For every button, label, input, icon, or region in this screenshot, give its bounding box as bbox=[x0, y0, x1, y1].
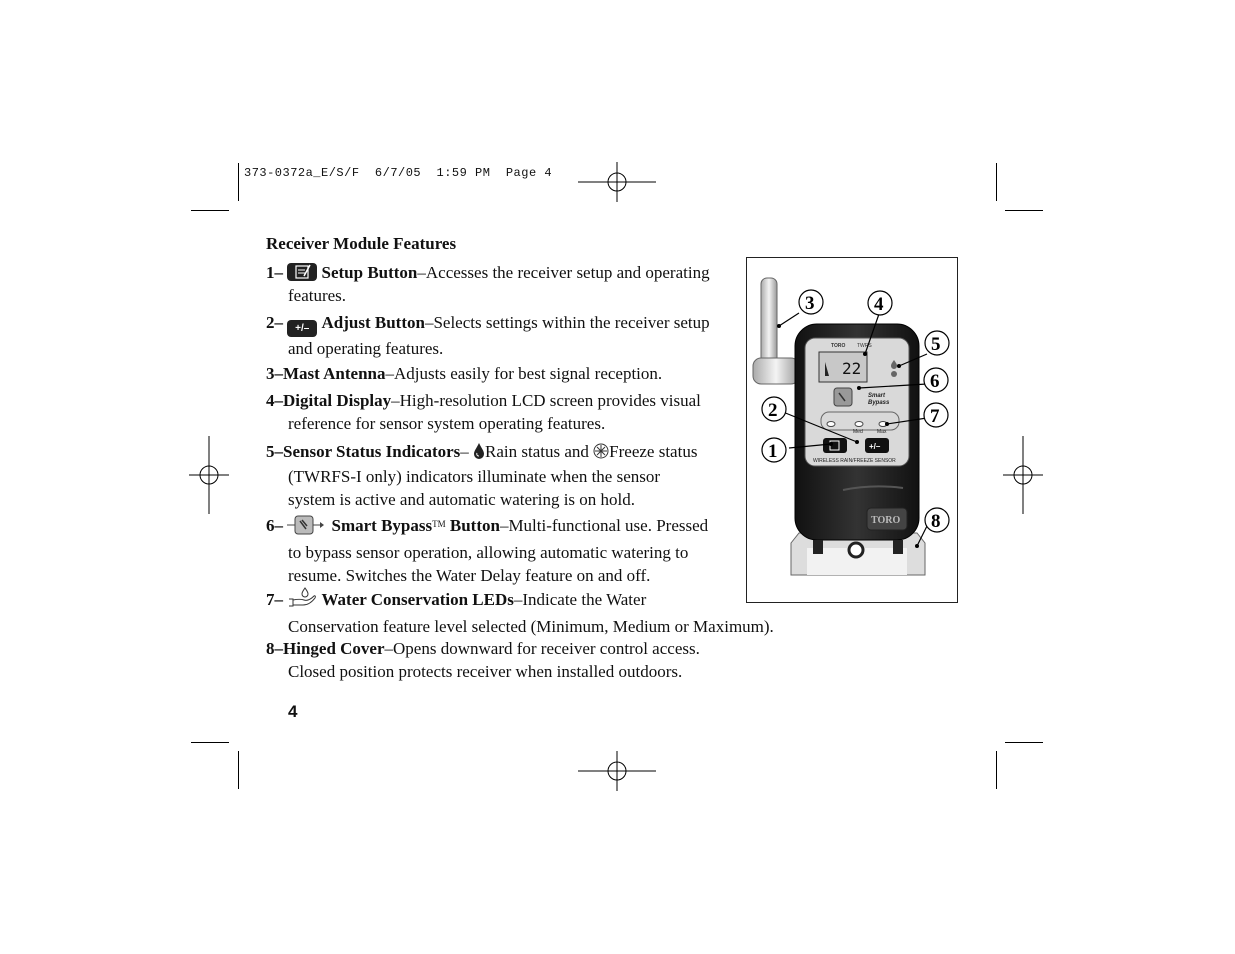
model-label: TWRS bbox=[857, 343, 872, 349]
receiver-figure: TORO TWRS 22 Smart Bypass Med Max +/– WI… bbox=[746, 257, 958, 603]
svg-text:Max: Max bbox=[877, 429, 887, 435]
snowflake-icon bbox=[593, 442, 609, 465]
callout-2: 2 bbox=[761, 396, 787, 422]
water-conservation-icon bbox=[287, 587, 317, 615]
device-footer-label: WIRELESS RAIN/FREEZE SENSOR bbox=[813, 458, 896, 464]
feature-4: 4–Digital Display–High-resolution LCD sc… bbox=[266, 391, 701, 433]
adjust-icon: +/– bbox=[287, 320, 318, 337]
lcd-reading: 22 bbox=[842, 359, 861, 378]
setup-button bbox=[823, 438, 847, 453]
callout-1: 1 bbox=[761, 437, 787, 463]
feature-7: 7– Water Conservation LEDs–Indicate the … bbox=[266, 587, 826, 638]
svg-text:Med: Med bbox=[853, 429, 863, 435]
svg-text:+/–: +/– bbox=[869, 442, 881, 451]
mast-antenna bbox=[760, 277, 778, 369]
section-heading: Receiver Module Features bbox=[266, 234, 457, 253]
svg-text:5: 5 bbox=[931, 334, 941, 355]
feature-5: 5–Sensor Status Indicators– Rain status … bbox=[266, 442, 698, 509]
raindrop-icon bbox=[473, 442, 485, 465]
registration-mark-right bbox=[1003, 436, 1043, 514]
callout-8: 8 bbox=[924, 507, 950, 533]
callout-4: 4 bbox=[867, 290, 893, 316]
feature-3: 3–Mast Antenna–Adjusts easily for best s… bbox=[266, 364, 663, 383]
page-number: 4 bbox=[288, 702, 298, 721]
feature-6-name: Smart Bypass bbox=[331, 516, 433, 535]
led-min bbox=[826, 421, 836, 427]
smart-bypass-icon bbox=[287, 515, 327, 541]
digital-display bbox=[818, 351, 868, 383]
svg-text:8: 8 bbox=[931, 511, 941, 532]
feature-8-name: Hinged Cover bbox=[283, 639, 385, 658]
receiver-illustration: TORO TWRS 22 Smart Bypass Med Max +/– WI… bbox=[752, 277, 950, 576]
svg-text:7: 7 bbox=[930, 406, 940, 427]
svg-text:4: 4 bbox=[874, 294, 884, 315]
svg-text:1: 1 bbox=[768, 441, 778, 462]
feature-4-name: Digital Display bbox=[283, 391, 392, 410]
svg-text:TORO: TORO bbox=[871, 515, 900, 526]
setup-icon bbox=[287, 263, 318, 281]
feature-2-name: Adjust Button bbox=[321, 313, 425, 332]
svg-text:2: 2 bbox=[768, 400, 778, 421]
feature-1-name: Setup Button bbox=[321, 263, 418, 282]
feature-8: 8–Hinged Cover–Opens downward for receiv… bbox=[266, 639, 700, 681]
feature-3-name: Mast Antenna bbox=[283, 364, 386, 383]
callout-3: 3 bbox=[798, 289, 824, 315]
feature-2: 2– +/– Adjust Button–Selects settings wi… bbox=[266, 313, 710, 358]
callout-6: 6 bbox=[923, 367, 949, 393]
feature-7-name: Water Conservation LEDs bbox=[321, 590, 514, 609]
feature-1: 1– Setup Button–Accesses the receiver se… bbox=[266, 263, 710, 305]
svg-text:6: 6 bbox=[930, 371, 940, 392]
svg-text:Bypass: Bypass bbox=[868, 400, 890, 406]
svg-text:3: 3 bbox=[805, 293, 815, 314]
feature-6: 6– Smart BypassTM Button–Multi-functiona… bbox=[266, 515, 709, 585]
registration-mark-left bbox=[189, 436, 229, 514]
rain-indicator bbox=[891, 360, 897, 369]
callout-7: 7 bbox=[923, 402, 949, 428]
callouts: 3 4 5 6 7 2 1 8 bbox=[761, 289, 950, 533]
svg-text:Smart: Smart bbox=[868, 393, 886, 399]
slug-line: 373-0372a_E/S/F 6/7/05 1:59 PM Page 4 bbox=[244, 166, 553, 180]
registration-mark-bottom bbox=[578, 751, 656, 791]
adjust-button bbox=[865, 438, 889, 453]
callout-5: 5 bbox=[924, 330, 950, 356]
registration-mark-top bbox=[578, 162, 656, 202]
smart-bypass-button bbox=[833, 387, 853, 407]
brand-label: TORO bbox=[831, 343, 845, 349]
led-med bbox=[854, 421, 864, 427]
feature-5-name: Sensor Status Indicators bbox=[283, 442, 461, 461]
